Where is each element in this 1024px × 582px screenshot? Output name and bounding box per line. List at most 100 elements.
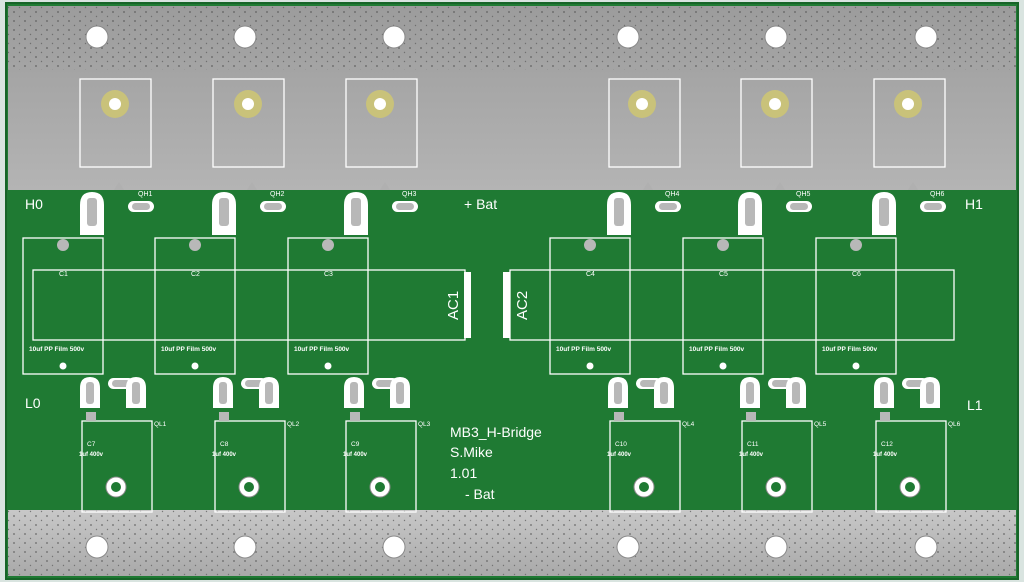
film-cap-value: 10uf PP Film 500v bbox=[161, 346, 217, 353]
mounting-hole-top bbox=[764, 25, 788, 49]
film-cap-outline bbox=[549, 237, 631, 375]
low-pad bbox=[396, 382, 404, 404]
cap-pad bbox=[584, 239, 596, 251]
low-mosfet-label: QL2 bbox=[287, 421, 300, 428]
low-gate-pad bbox=[772, 380, 790, 387]
top-heatsink-bar bbox=[8, 6, 1016, 190]
minus-bat-label: - Bat bbox=[465, 486, 495, 502]
mosfet-tab-outline bbox=[212, 78, 285, 168]
ac2-label: AC2 bbox=[514, 291, 531, 320]
low-pad bbox=[880, 382, 888, 404]
low-gate-pad bbox=[112, 380, 130, 387]
mosfet-pad bbox=[87, 198, 97, 226]
low-mosfet-tab-outline bbox=[741, 420, 813, 513]
mounting-hole-bottom bbox=[764, 535, 788, 559]
tab-notch bbox=[114, 182, 124, 190]
cap-pad bbox=[586, 362, 594, 370]
film-cap-value: 10uf PP Film 500v bbox=[556, 346, 612, 353]
tab-notch bbox=[775, 182, 785, 190]
mosfet-label: QH6 bbox=[930, 191, 945, 198]
mosfet-label: QH2 bbox=[270, 191, 285, 198]
board-version: 1.01 bbox=[450, 465, 477, 481]
small-cap-value: 1uf 400v bbox=[739, 452, 764, 458]
low-pad-stub bbox=[219, 412, 229, 421]
mounting-hole-bottom bbox=[914, 535, 938, 559]
low-pad-stub bbox=[614, 412, 624, 421]
cap-pad bbox=[850, 239, 862, 251]
cap-pad bbox=[852, 362, 860, 370]
low-mosfet-tab-outline bbox=[81, 420, 153, 513]
low-pad bbox=[660, 382, 668, 404]
low-mosfet-label: QL4 bbox=[682, 421, 695, 428]
film-cap-value: 10uf PP Film 500v bbox=[29, 346, 85, 353]
low-pad bbox=[219, 382, 227, 404]
mosfet-pad bbox=[745, 198, 755, 226]
mosfet-label: QH3 bbox=[402, 191, 417, 198]
low-mosfet-label: QL5 bbox=[814, 421, 827, 428]
mosfet-label: QH5 bbox=[796, 191, 811, 198]
mounting-hole bbox=[636, 98, 648, 110]
low-pad bbox=[926, 382, 934, 404]
mounting-hole bbox=[109, 98, 121, 110]
film-cap-outline bbox=[22, 237, 104, 375]
film-cap-outline bbox=[682, 237, 764, 375]
low-pad bbox=[132, 382, 140, 404]
small-cap-ref: C7 bbox=[87, 441, 96, 448]
board-author: S.Mike bbox=[450, 444, 493, 460]
gate-pad bbox=[659, 203, 677, 210]
low-mosfet-label: QL1 bbox=[154, 421, 167, 428]
mosfet-tab-outline bbox=[79, 78, 152, 168]
low-mosfet-tab-outline bbox=[609, 420, 681, 513]
cap-pad bbox=[717, 239, 729, 251]
film-cap-value: 10uf PP Film 500v bbox=[689, 346, 745, 353]
mounting-hole bbox=[769, 98, 781, 110]
mosfet-pad bbox=[219, 198, 229, 226]
small-cap-value: 1uf 400v bbox=[343, 452, 368, 458]
mosfet-pad bbox=[879, 198, 889, 226]
mounting-hole-bottom bbox=[616, 535, 640, 559]
gate-pad bbox=[264, 203, 282, 210]
terminal-l0: L0 bbox=[25, 395, 41, 411]
small-cap-value: 1uf 400v bbox=[607, 452, 632, 458]
low-pad bbox=[265, 382, 273, 404]
low-mosfet-tab-outline bbox=[214, 420, 286, 513]
tab-notch bbox=[908, 182, 918, 190]
low-pad-stub bbox=[746, 412, 756, 421]
mounting-hole-top bbox=[382, 25, 406, 49]
ac2-bar bbox=[503, 272, 510, 338]
mounting-hole-top bbox=[914, 25, 938, 49]
low-pad bbox=[350, 382, 358, 404]
cap-pad bbox=[59, 362, 67, 370]
cap-pad bbox=[324, 362, 332, 370]
cap-pad bbox=[189, 239, 201, 251]
tab-notch bbox=[247, 182, 257, 190]
low-mosfet-tab-outline bbox=[345, 420, 417, 513]
low-gate-pad bbox=[906, 380, 924, 387]
low-gate-pad bbox=[640, 380, 658, 387]
mosfet-label: QH4 bbox=[665, 191, 680, 198]
ac1-label: AC1 bbox=[445, 291, 462, 320]
cap-pad bbox=[322, 239, 334, 251]
film-cap-outline bbox=[815, 237, 897, 375]
low-gate-pad bbox=[376, 380, 394, 387]
small-cap-value: 1uf 400v bbox=[212, 452, 237, 458]
gate-pad bbox=[790, 203, 808, 210]
film-cap-ref: C4 bbox=[586, 271, 595, 278]
plus-bat-label: + Bat bbox=[464, 196, 497, 212]
gate-pad bbox=[396, 203, 414, 210]
film-cap-value: 10uf PP Film 500v bbox=[822, 346, 878, 353]
mounting-hole bbox=[902, 98, 914, 110]
mounting-hole bbox=[242, 98, 254, 110]
low-pad bbox=[792, 382, 800, 404]
low-pad-stub bbox=[86, 412, 96, 421]
mosfet-pad bbox=[614, 198, 624, 226]
gate-pad bbox=[924, 203, 942, 210]
mosfet-pad bbox=[351, 198, 361, 226]
small-cap-ref: C10 bbox=[615, 441, 627, 448]
mosfet-tab-outline bbox=[740, 78, 813, 168]
ac1-bar bbox=[464, 272, 471, 338]
film-cap-ref: C2 bbox=[191, 271, 200, 278]
film-cap-ref: C1 bbox=[59, 271, 68, 278]
